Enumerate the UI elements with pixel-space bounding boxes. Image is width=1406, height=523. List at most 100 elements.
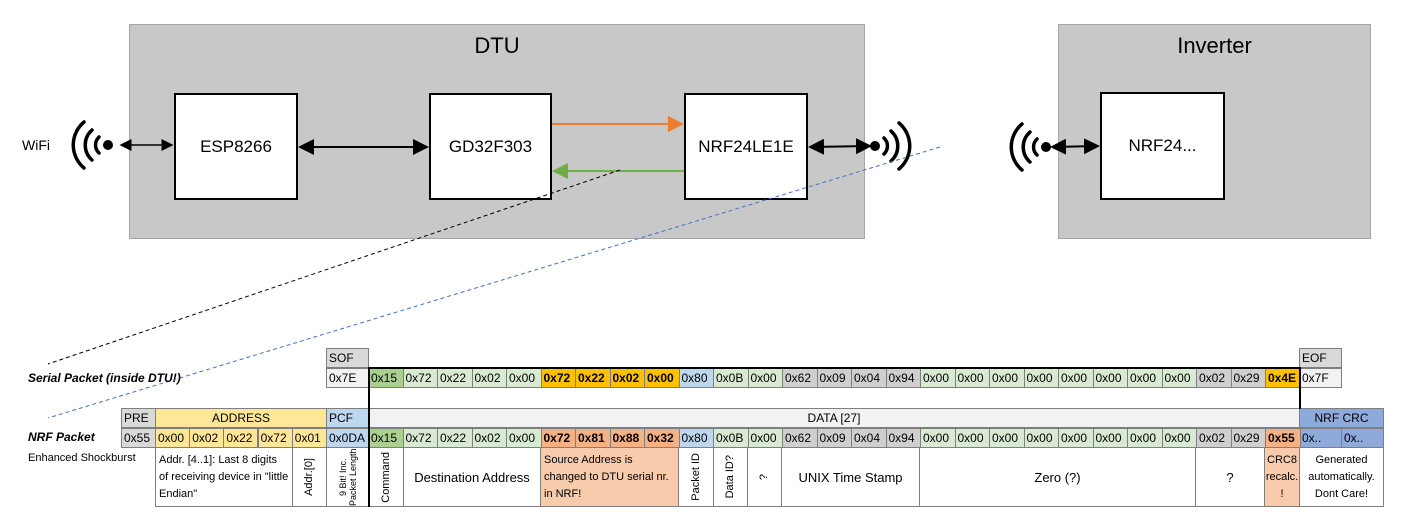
eof-value: 0x7F: [1299, 368, 1342, 388]
serial-byte: 0x02: [471, 368, 507, 388]
nrf-data-byte: 0x00: [506, 428, 542, 448]
nrf-address-byte: 0x02: [189, 428, 225, 448]
nrf-address-byte: 0x22: [223, 428, 259, 448]
serial-byte: 0x00: [1023, 368, 1059, 388]
desc-destination: Destination Address: [403, 447, 541, 507]
nrf-data-byte: 0x29: [1230, 428, 1266, 448]
nrf-data-byte: 0x02: [471, 428, 507, 448]
nrf-data-byte: 0x72: [402, 428, 438, 448]
nrf-data-byte: 0x09: [816, 428, 852, 448]
serial-byte: 0x00: [954, 368, 990, 388]
inverter-nrf24-chip: NRF24...: [1100, 92, 1225, 200]
nrf-data-byte: 0x22: [437, 428, 473, 448]
serial-packet-label: Serial Packet (inside DTU!): [28, 371, 181, 385]
wifi-antenna-icon: [71, 120, 113, 170]
nrf-data-byte: 0x88: [609, 428, 645, 448]
wifi-label: WiFi: [22, 137, 50, 153]
serial-byte: 0x02: [609, 368, 645, 388]
eof-header: EOF: [1299, 348, 1342, 368]
nrf-data-byte: 0x94: [885, 428, 921, 448]
desc-packet-id-text: Packet ID: [689, 453, 702, 501]
desc-command: Command: [368, 447, 404, 507]
nrf-data-byte: 0x0B: [713, 428, 749, 448]
desc-data-id-text: Data ID?: [724, 455, 736, 499]
serial-byte: 0x04: [851, 368, 887, 388]
desc-pcf: 9 Bit! Inc. Packet Length: [326, 447, 369, 507]
serial-byte: 0x00: [1058, 368, 1094, 388]
desc-unknown-1-text: ?: [758, 473, 770, 481]
pre-header: PRE: [121, 408, 156, 428]
pcf-value: 0x0DA: [326, 428, 369, 448]
nrf-data-byte: 0x55: [1265, 428, 1301, 448]
serial-byte: 0x72: [402, 368, 438, 388]
nrf-data-byte: 0x81: [575, 428, 611, 448]
desc-unknown-2: ?: [1195, 447, 1265, 507]
nrf-data-byte: 0x00: [1092, 428, 1128, 448]
sof-value: 0x7E: [326, 368, 369, 388]
enhanced-shockburst-label: Enhanced Shockburst: [28, 452, 136, 464]
serial-byte: 0x62: [782, 368, 818, 388]
serial-byte: 0x00: [747, 368, 783, 388]
serial-data-bracket-right: [1299, 367, 1301, 409]
desc-addr-0: Addr.[0]: [292, 447, 327, 507]
nrf-data-byte: 0x00: [1161, 428, 1197, 448]
inverter-title: Inverter: [1177, 33, 1252, 58]
nrf-address-byte: 0x01: [291, 428, 327, 448]
serial-byte: 0x94: [885, 368, 921, 388]
serial-byte: 0x4E: [1265, 368, 1301, 388]
nrf-packet-label: NRF Packet: [28, 430, 95, 444]
desc-nrf-crc: Generated automatically. Dont Care!: [1299, 447, 1384, 507]
desc-packet-id: Packet ID: [678, 447, 714, 507]
pre-value: 0x55: [121, 428, 156, 448]
serial-data-bracket-left: [368, 367, 370, 507]
sof-header: SOF: [326, 348, 369, 368]
serial-byte: 0x00: [1161, 368, 1197, 388]
address-header: ADDRESS: [155, 408, 327, 428]
serial-byte: 0x00: [989, 368, 1025, 388]
gd32f303-chip: GD32F303: [429, 93, 552, 200]
nrf-data-byte: 0x80: [678, 428, 714, 448]
nrf-zoom-line: [47, 146, 941, 419]
serial-byte: 0x22: [575, 368, 611, 388]
desc-command-text: Command: [379, 451, 392, 503]
nrf-data-byte: 0x72: [540, 428, 576, 448]
nrf-data-byte: 0x00: [920, 428, 956, 448]
serial-byte: 0x02: [1196, 368, 1232, 388]
nrf-crc-header: NRF CRC: [1299, 408, 1384, 428]
nrf-data-byte: 0x62: [782, 428, 818, 448]
serial-zoom-line: [47, 169, 621, 365]
nrf24le1e-chip: NRF24LE1E: [684, 93, 808, 200]
nrf-data-byte: 0x00: [1058, 428, 1094, 448]
inverter-radio-antenna-icon: [1009, 122, 1051, 172]
desc-pcf-text: 9 Bit! Inc. Packet Length: [337, 448, 358, 506]
nrf-data-byte: 0x00: [747, 428, 783, 448]
serial-byte: 0x80: [678, 368, 714, 388]
dtu-title: DTU: [474, 33, 520, 58]
antenna-inverter-arrow: [1050, 138, 1100, 155]
nrf-data-byte: 0x00: [1127, 428, 1163, 448]
serial-byte: 0x0B: [713, 368, 749, 388]
nrf-data-byte: 0x15: [368, 428, 404, 448]
serial-byte: 0x00: [1092, 368, 1128, 388]
pcf-header: PCF: [326, 408, 369, 428]
nrf-data-byte: 0x04: [851, 428, 887, 448]
nrf-data-byte: 0x32: [644, 428, 680, 448]
nrf-data-byte: 0x00: [989, 428, 1025, 448]
desc-zero: Zero (?): [919, 447, 1196, 507]
desc-addr-4-1: Addr. [4..1]: Last 8 digits of receiving…: [155, 447, 293, 507]
nrf-address-byte: 0x72: [257, 428, 293, 448]
serial-byte: 0x29: [1230, 368, 1266, 388]
serial-data-bracket-top: [368, 367, 1300, 369]
serial-byte: 0x15: [368, 368, 404, 388]
desc-unknown-1: ?: [747, 447, 782, 507]
nrf-crc-byte: 0x..: [1341, 428, 1384, 448]
serial-byte: 0x00: [644, 368, 680, 388]
desc-addr-0-text: Addr.[0]: [303, 458, 315, 496]
nrf-address-byte: 0x00: [155, 428, 190, 448]
desc-crc8: CRC8 recalc. !: [1264, 447, 1300, 507]
serial-byte: 0x22: [437, 368, 473, 388]
dtu-radio-antenna-icon: [870, 121, 912, 171]
desc-data-id: Data ID?: [713, 447, 748, 507]
nrf-data-byte: 0x00: [1023, 428, 1059, 448]
